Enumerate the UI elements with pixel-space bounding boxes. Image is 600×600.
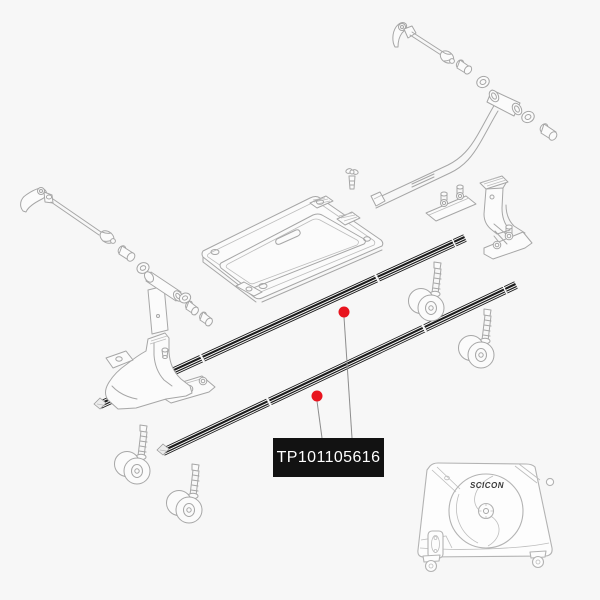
axle-spacer-left xyxy=(117,245,136,262)
callout-dot-rail-upper xyxy=(338,306,350,318)
quick-release-skewer-left xyxy=(20,187,116,244)
fork-mount-bracket-left xyxy=(143,271,184,335)
wing-bolt xyxy=(345,168,359,190)
base-plate xyxy=(201,195,384,303)
part-number-label[interactable]: TP101105616 xyxy=(273,438,384,477)
caster-wheel-1 xyxy=(114,424,151,485)
caster-wheel-4 xyxy=(458,308,495,369)
bike-case-inset[interactable]: SCICON xyxy=(417,462,555,573)
caster-wheel-3 xyxy=(408,261,445,322)
mount-bar-right xyxy=(425,184,477,222)
axle-ring-right-2 xyxy=(521,110,535,124)
axle-ring-right-1 xyxy=(476,75,490,89)
callout-dot-rail-lower xyxy=(311,390,323,402)
support-stand-right xyxy=(479,175,533,260)
support-stand-left xyxy=(105,332,216,410)
axle-spacer-left-3 xyxy=(199,311,213,327)
caster-wheel-2 xyxy=(166,463,203,524)
callout-leaders xyxy=(311,306,353,439)
axle-spacer-top xyxy=(455,59,473,75)
axle-spacer-left-2 xyxy=(185,300,199,316)
rail-lower xyxy=(156,281,518,456)
quick-release-skewer-top xyxy=(392,22,455,64)
brand-logo: SCICON xyxy=(470,481,504,490)
axle-spacer-right xyxy=(539,123,558,141)
fork-cross-tube xyxy=(486,89,523,117)
fork-support-tube xyxy=(370,103,499,209)
